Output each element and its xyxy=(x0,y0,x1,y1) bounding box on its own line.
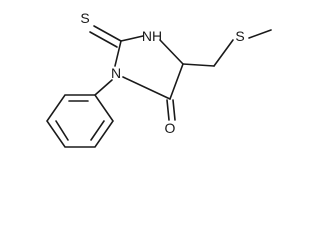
bond-c4-n xyxy=(122,76,171,100)
bond-c4-o-double-b xyxy=(172,99,176,121)
atom-label-carbonyl-o: O xyxy=(165,120,176,136)
bond-c5-ch2 xyxy=(182,63,215,67)
atom-label-thione-s: S xyxy=(80,10,89,26)
bond-c2-s-double-b xyxy=(89,31,118,48)
atom-label-n: N xyxy=(111,65,121,81)
bond-n-phenyl xyxy=(94,79,113,96)
bond-c4-o-double-a xyxy=(166,99,170,121)
bond-ch2-s xyxy=(213,39,234,67)
bond-c5-c4 xyxy=(169,63,184,100)
bond-c2-nh xyxy=(120,35,144,42)
phenyl-ring xyxy=(46,94,114,148)
structure-diagram: S NH N S O xyxy=(46,10,272,148)
bond-c2-s-double-a xyxy=(93,25,122,42)
atom-label-thioether-s: S xyxy=(235,28,244,44)
bond-s-ch3 xyxy=(248,29,272,39)
bond-nh-c5 xyxy=(159,39,184,65)
atom-label-nh: NH xyxy=(142,28,162,44)
bond-n-c2 xyxy=(114,40,122,67)
phenyl-inner-bond-3 xyxy=(90,120,105,141)
phenyl-inner-bond-2 xyxy=(55,120,69,141)
